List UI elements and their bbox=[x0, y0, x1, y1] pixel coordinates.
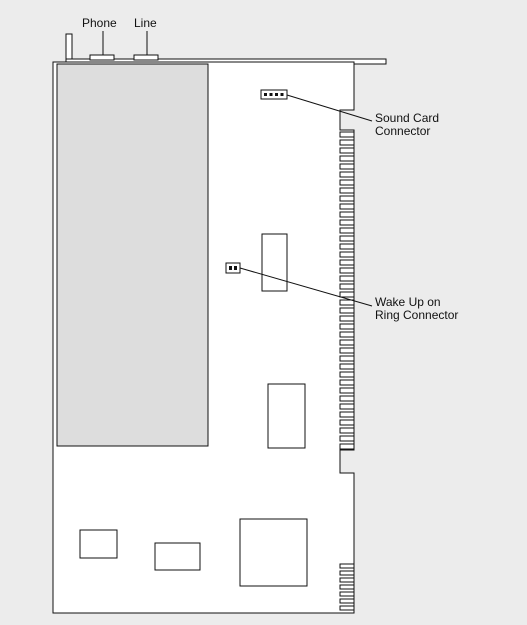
connector-finger-7 bbox=[339, 187, 355, 194]
connector-finger-24 bbox=[339, 323, 355, 330]
chip-middle bbox=[267, 383, 306, 449]
connector-finger-34 bbox=[339, 403, 355, 410]
wake-on-ring-connector bbox=[225, 262, 241, 274]
connector-finger-18 bbox=[339, 275, 355, 282]
chip-bottom-right bbox=[239, 518, 308, 587]
connector-finger-10 bbox=[339, 211, 355, 218]
connector-finger-20 bbox=[339, 291, 355, 298]
chip-bottom-left bbox=[79, 529, 118, 559]
sound-pin-2 bbox=[275, 93, 278, 96]
sound-card-label-line1: Sound Card bbox=[375, 111, 440, 125]
connector-finger-13 bbox=[339, 235, 355, 242]
connector-finger-8 bbox=[339, 195, 355, 202]
connector-finger-25 bbox=[339, 331, 355, 338]
connector-finger-32 bbox=[339, 387, 355, 394]
connector-finger-37 bbox=[339, 427, 355, 434]
connector-finger-11 bbox=[339, 219, 355, 226]
connector-finger-29 bbox=[339, 363, 355, 370]
connector-finger-27 bbox=[339, 347, 355, 354]
connector-finger-9 bbox=[339, 203, 355, 210]
sound-pin-0 bbox=[264, 93, 267, 96]
connector-finger-30 bbox=[339, 371, 355, 378]
sound-card-connector-pins bbox=[264, 93, 284, 96]
wake-pin-2 bbox=[234, 266, 237, 270]
wake-label-line1: Wake Up on bbox=[375, 295, 441, 309]
connector-finger-2 bbox=[339, 147, 355, 154]
wake-label-line2: Ring Connector bbox=[375, 308, 459, 322]
connector-finger-small-4 bbox=[339, 591, 355, 597]
connector-finger-small-1 bbox=[339, 570, 355, 576]
connector-finger-16 bbox=[339, 259, 355, 266]
connector-finger-19 bbox=[339, 283, 355, 290]
connector-finger-36 bbox=[339, 419, 355, 426]
connector-finger-23 bbox=[339, 315, 355, 322]
connector-finger-small-0 bbox=[339, 563, 355, 569]
connector-finger-4 bbox=[339, 163, 355, 170]
connector-finger-14 bbox=[339, 243, 355, 250]
phone-jack bbox=[89, 54, 115, 61]
mounting-bracket bbox=[65, 33, 73, 63]
edge-connector-small bbox=[339, 563, 355, 611]
sound-card-connector bbox=[260, 89, 288, 100]
wake-pin-1 bbox=[229, 266, 232, 270]
connector-finger-38 bbox=[339, 435, 355, 442]
connector-finger-35 bbox=[339, 411, 355, 418]
phone-label: Phone bbox=[82, 16, 117, 30]
sound-card-label-line2: Connector bbox=[375, 124, 431, 138]
connector-finger-small-6 bbox=[339, 605, 355, 611]
line-jack bbox=[133, 54, 159, 61]
chip-bottom-center bbox=[154, 542, 201, 571]
connector-finger-small-2 bbox=[339, 577, 355, 583]
connector-finger-5 bbox=[339, 171, 355, 178]
connector-finger-33 bbox=[339, 395, 355, 402]
connector-finger-small-3 bbox=[339, 584, 355, 590]
edge-connector-main bbox=[339, 131, 355, 450]
connector-finger-26 bbox=[339, 339, 355, 346]
connector-finger-6 bbox=[339, 179, 355, 186]
sound-card-leader bbox=[286, 94, 373, 122]
connector-finger-15 bbox=[339, 251, 355, 258]
connector-finger-0 bbox=[339, 131, 355, 138]
connector-finger-1 bbox=[339, 139, 355, 146]
wake-leader bbox=[239, 267, 373, 307]
chip-upper bbox=[261, 233, 288, 292]
connector-finger-3 bbox=[339, 155, 355, 162]
connector-finger-12 bbox=[339, 227, 355, 234]
sound-pin-3 bbox=[280, 93, 284, 96]
connector-finger-small-5 bbox=[339, 598, 355, 604]
connector-finger-28 bbox=[339, 355, 355, 362]
connector-finger-21 bbox=[339, 299, 355, 306]
connector-finger-22 bbox=[339, 307, 355, 314]
connector-finger-39 bbox=[339, 443, 355, 450]
connector-finger-31 bbox=[339, 379, 355, 386]
connector-finger-17 bbox=[339, 267, 355, 274]
sound-pin-1 bbox=[269, 93, 273, 96]
line-label: Line bbox=[134, 16, 157, 30]
shaded-component-area bbox=[56, 63, 209, 447]
